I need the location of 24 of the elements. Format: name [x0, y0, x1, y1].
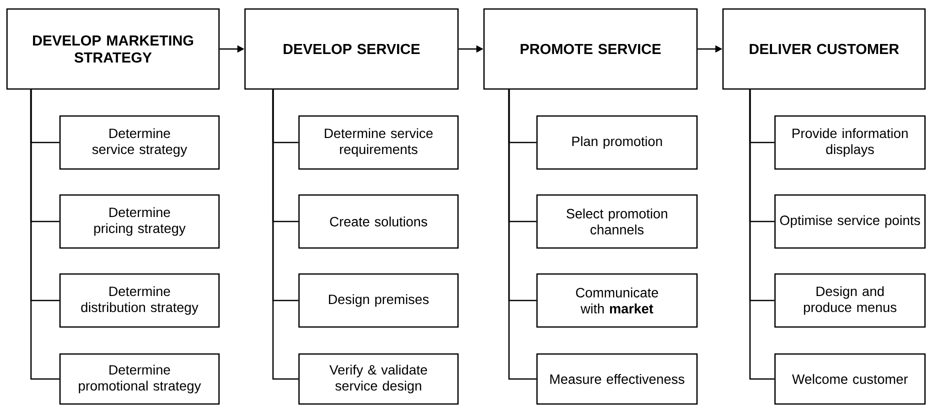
- task-box: Create solutions: [298, 194, 459, 249]
- task-box: Design premises: [298, 273, 459, 328]
- task-box: Communicate with market: [536, 273, 698, 328]
- stage-box: DELIVER CUSTOMER: [722, 8, 926, 90]
- task-box: Determine promotional strategy: [59, 353, 220, 405]
- connector-line: [749, 90, 774, 380]
- connector-line: [508, 90, 536, 380]
- task-box: Design and produce menus: [774, 273, 926, 328]
- connector-line: [30, 90, 60, 380]
- task-box: Determine pricing strategy: [59, 194, 220, 249]
- task-box: Select promotion channels: [536, 194, 698, 249]
- task-box: Plan promotion: [536, 115, 698, 170]
- task-box: Determine service requirements: [298, 115, 459, 170]
- connector-line: [272, 90, 298, 380]
- task-box: Welcome customer: [774, 353, 926, 405]
- task-box: Measure effectiveness: [536, 353, 698, 405]
- task-box: Determine distribution strategy: [59, 273, 220, 328]
- task-box: Optimise service points: [774, 194, 926, 249]
- stage-box: DEVELOP MARKETING STRATEGY: [6, 8, 220, 90]
- stage-box: DEVELOP SERVICE: [244, 8, 459, 90]
- task-box: Verify & validate service design: [298, 353, 459, 405]
- task-box: Determine service strategy: [59, 115, 220, 170]
- stage-box: PROMOTE SERVICE: [483, 8, 698, 90]
- task-box: Provide information displays: [774, 115, 926, 170]
